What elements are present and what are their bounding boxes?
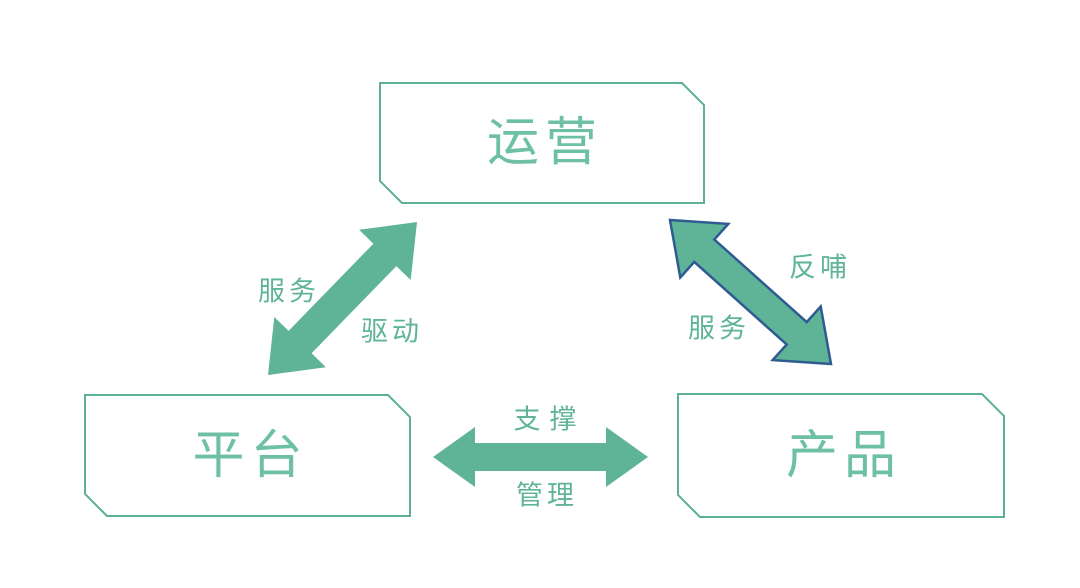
platform-operations-lower-label: 驱动 <box>361 316 423 347</box>
operations-box <box>379 82 705 204</box>
operations-product-lower-label: 服务 <box>688 313 750 344</box>
operations-product-upper-label: 反哺 <box>789 252 851 283</box>
operations-product-arrow <box>668 218 833 366</box>
platform-box <box>84 394 411 517</box>
platform-product-lower-label: 管理 <box>516 480 578 511</box>
operations-node-label: 运营 <box>486 114 603 172</box>
platform-node-label: 平台 <box>192 426 309 485</box>
platform-product-arrow <box>433 427 648 487</box>
platform-product-upper-label: 支撑 <box>513 404 586 435</box>
product-node-label: 产品 <box>785 426 902 485</box>
product-box <box>677 393 1005 518</box>
platform-operations-arrow <box>268 222 417 375</box>
platform-operations-upper-label: 服务 <box>258 276 320 307</box>
